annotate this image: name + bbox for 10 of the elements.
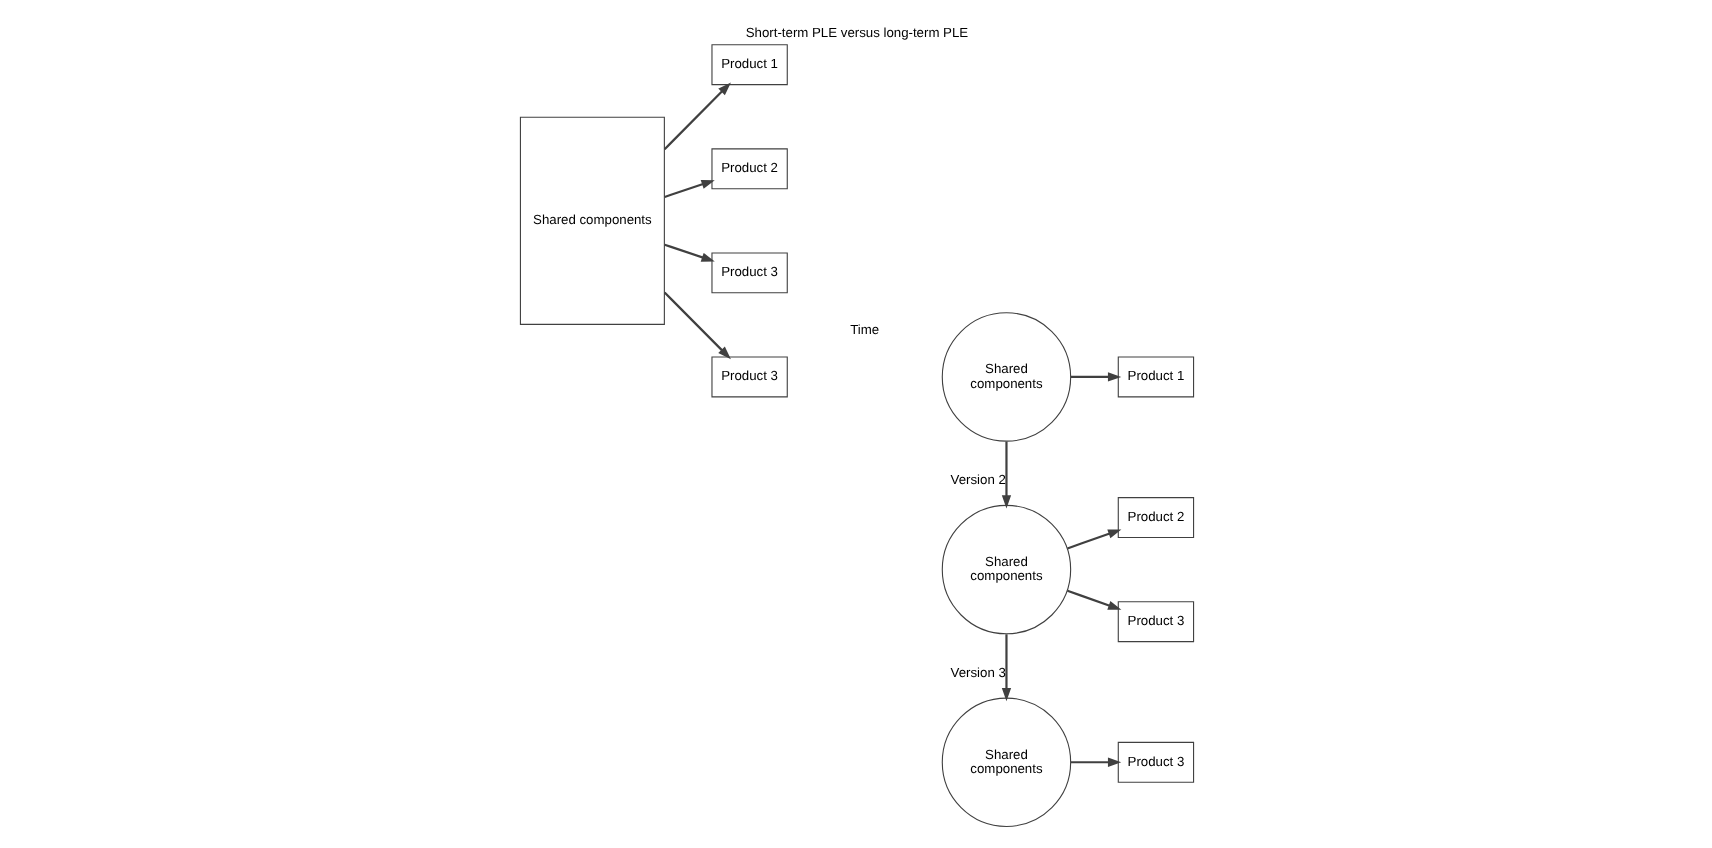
arrow <box>662 82 730 150</box>
arrow <box>663 243 714 262</box>
arrow <box>1000 634 1011 702</box>
arrow <box>662 291 730 360</box>
arrow <box>1066 529 1121 550</box>
arrow <box>1066 589 1121 610</box>
arrow <box>663 179 714 198</box>
arrow <box>1069 757 1121 767</box>
arrow <box>1069 372 1121 382</box>
arrow <box>1000 441 1011 509</box>
